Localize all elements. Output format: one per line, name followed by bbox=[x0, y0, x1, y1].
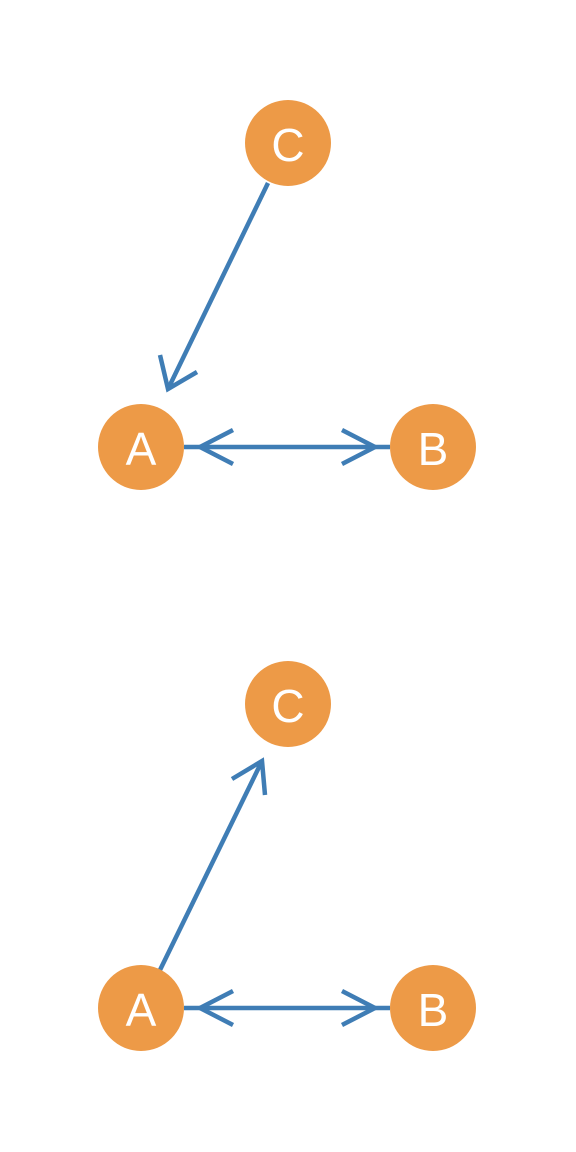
node-b: B bbox=[390, 404, 476, 490]
node-b-circle bbox=[390, 404, 476, 490]
graph-bottom: A B C bbox=[98, 661, 476, 1051]
node-b-label: B bbox=[418, 423, 449, 475]
node-b-label: B bbox=[418, 984, 449, 1036]
node-c-label: C bbox=[271, 119, 304, 171]
node-c-label: C bbox=[271, 680, 304, 732]
edge-a-b-arrowhead-a bbox=[195, 988, 235, 1028]
node-c-circle bbox=[245, 661, 331, 747]
edge-c-to-a-arrowhead bbox=[157, 354, 199, 393]
node-b: B bbox=[390, 965, 476, 1051]
node-c: C bbox=[245, 661, 331, 747]
edge-c-to-a-line bbox=[165, 182, 271, 390]
node-a-label: A bbox=[126, 984, 157, 1036]
graph-top: A B C bbox=[98, 100, 476, 490]
node-a: A bbox=[98, 404, 184, 490]
edge-a-to-c-arrowhead bbox=[230, 757, 268, 796]
node-a-circle bbox=[98, 965, 184, 1051]
edge-a-to-c-line bbox=[157, 760, 265, 971]
node-a-label: A bbox=[126, 423, 157, 475]
edge-a-b-arrowhead-b bbox=[340, 988, 380, 1028]
node-c-circle bbox=[245, 100, 331, 186]
node-a-circle bbox=[98, 404, 184, 490]
edge-a-b-arrowhead-b bbox=[340, 427, 380, 467]
edge-a-b-arrowhead-a bbox=[195, 427, 235, 467]
node-c: C bbox=[245, 100, 331, 186]
node-b-circle bbox=[390, 965, 476, 1051]
node-a: A bbox=[98, 965, 184, 1051]
